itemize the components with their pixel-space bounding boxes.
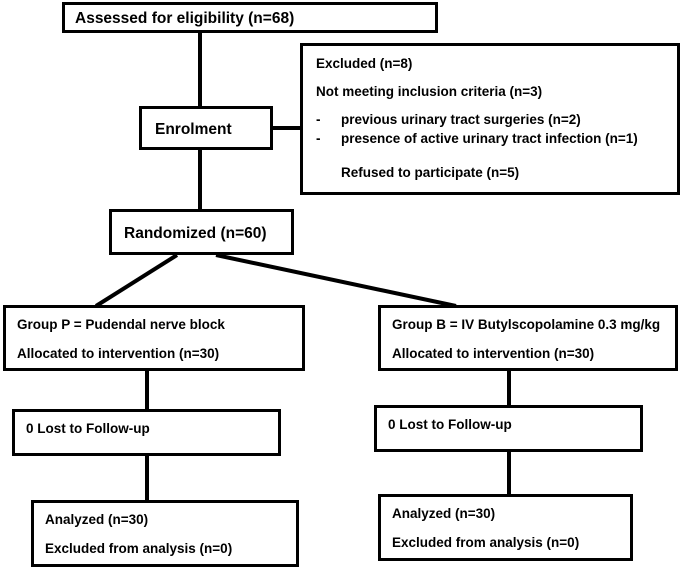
bullet-marker-icon-1: - xyxy=(316,112,321,127)
node-analyzed-p: Analyzed (n=30) Excluded from analysis (… xyxy=(31,500,299,567)
node-lost-to-followup-b: 0 Lost to Follow-up xyxy=(374,405,643,452)
connector-randomized-to-group-b xyxy=(215,253,457,308)
node-analyzed-b: Analyzed (n=30) Excluded from analysis (… xyxy=(378,494,633,561)
assessed-label: Assessed for eligibility (n=68) xyxy=(75,10,295,27)
analyzed-b-excluded: Excluded from analysis (n=0) xyxy=(392,535,580,550)
node-group-b-allocation: Group B = IV Butylscopolamine 0.3 mg/kg … xyxy=(378,305,678,371)
excluded-criteria-heading: Not meeting inclusion criteria (n=3) xyxy=(316,84,543,99)
excluded-refused: Refused to participate (n=5) xyxy=(341,165,520,180)
group-b-title: Group B = IV Butylscopolamine 0.3 mg/kg xyxy=(392,317,661,332)
analyzed-b-count: Analyzed (n=30) xyxy=(392,506,496,521)
node-enrolment: Enrolment xyxy=(139,106,273,150)
analyzed-p-excluded: Excluded from analysis (n=0) xyxy=(45,541,233,556)
excluded-bullet-1: previous urinary tract surgeries (n=2) xyxy=(341,112,581,127)
node-lost-to-followup-p: 0 Lost to Follow-up xyxy=(12,409,281,456)
group-b-allocation: Allocated to intervention (n=30) xyxy=(392,346,595,361)
randomized-label: Randomized (n=60) xyxy=(124,225,267,242)
node-assessed-for-eligibility: Assessed for eligibility (n=68) xyxy=(62,2,438,33)
connector-randomized-to-group-p xyxy=(94,253,179,308)
bullet-marker-icon-2: - xyxy=(316,131,321,146)
excluded-heading: Excluded (n=8) xyxy=(316,56,413,71)
excluded-bullet-2: presence of active urinary tract infecti… xyxy=(341,131,638,146)
group-p-allocation: Allocated to intervention (n=30) xyxy=(17,346,220,361)
enrolment-label: Enrolment xyxy=(155,121,232,138)
lost-p-label: 0 Lost to Follow-up xyxy=(26,421,150,436)
analyzed-p-count: Analyzed (n=30) xyxy=(45,512,149,527)
node-group-p-allocation: Group P = Pudendal nerve block Allocated… xyxy=(3,305,305,371)
lost-b-label: 0 Lost to Follow-up xyxy=(388,417,512,432)
group-p-title: Group P = Pudendal nerve block xyxy=(17,317,225,332)
node-randomized: Randomized (n=60) xyxy=(109,209,294,255)
node-excluded: Excluded (n=8) Not meeting inclusion cri… xyxy=(300,43,680,195)
